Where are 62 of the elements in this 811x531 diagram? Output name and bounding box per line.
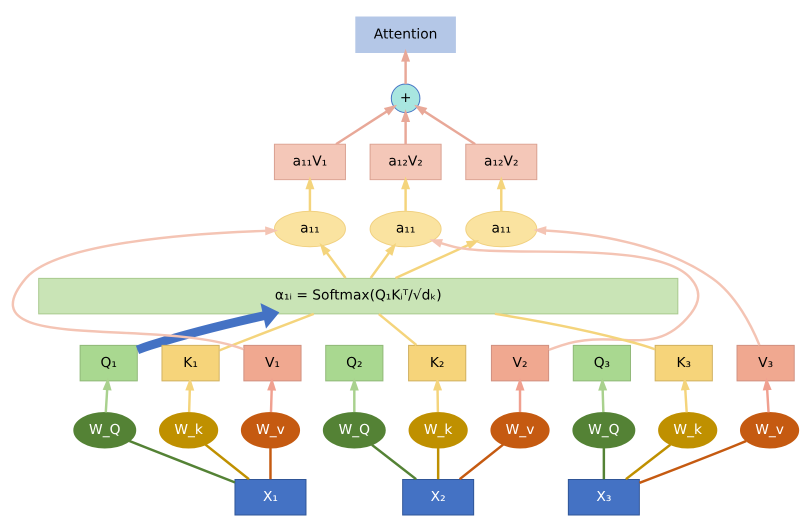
node-ellipse: a₁₁: [274, 210, 346, 247]
arrow: [401, 108, 410, 144]
arrow: [320, 242, 347, 278]
arrow: [533, 226, 761, 346]
arrow: [401, 48, 410, 84]
connector: [219, 312, 314, 352]
connector: [436, 448, 440, 479]
connector: [269, 448, 272, 479]
arrow: [136, 302, 280, 354]
arrow: [401, 176, 410, 210]
node-box: a₁₁V₁: [274, 143, 346, 180]
node-box: V₂: [490, 344, 550, 381]
node-box: Q₃: [572, 344, 631, 381]
node-ellipse: W_Q: [572, 411, 636, 448]
node-box: X₁: [234, 478, 306, 516]
node-ellipse: W_v: [240, 411, 300, 448]
connector: [128, 439, 236, 484]
connector: [625, 443, 672, 480]
arrow: [762, 376, 772, 412]
arrow: [598, 377, 608, 412]
node-box: V₁: [243, 344, 302, 381]
node-ellipse: W_k: [159, 411, 218, 448]
node-circle: +: [390, 83, 420, 113]
node-box: Q₁: [80, 344, 138, 381]
node-box: Attention: [355, 16, 456, 52]
node-ellipse: W_v: [740, 411, 800, 448]
connector: [458, 443, 504, 480]
arrow: [414, 104, 476, 145]
connector: [371, 443, 417, 480]
arrow: [350, 377, 359, 412]
node-ellipse: W_v: [490, 411, 550, 448]
node-box: X₂: [402, 478, 474, 516]
arrow: [370, 242, 396, 278]
node-box: α₁ᵢ = Softmax(Q₁Kᵢᵀ/√dₖ): [38, 277, 678, 314]
node-box: V₃: [736, 344, 795, 381]
node-box: a₁₂V₂: [370, 143, 442, 180]
arrow: [394, 239, 480, 279]
node-ellipse: W_k: [408, 411, 468, 448]
arrow: [185, 377, 194, 412]
arrow: [12, 226, 278, 350]
arrow: [496, 176, 506, 210]
node-box: X₃: [568, 478, 640, 516]
arrow: [429, 238, 700, 351]
node-box: K₃: [654, 344, 713, 381]
connector: [378, 312, 418, 346]
connector: [602, 448, 606, 479]
arrow: [305, 176, 314, 210]
connector: [639, 439, 747, 484]
node-box: K₁: [161, 344, 220, 381]
arrow: [267, 377, 276, 412]
arrow: [102, 376, 112, 412]
node-ellipse: a₁₁: [465, 210, 538, 247]
node-ellipse: W_k: [658, 411, 718, 448]
node-box: a₁₂V₂: [465, 143, 538, 180]
node-ellipse: W_Q: [322, 411, 386, 448]
node-ellipse: W_Q: [73, 411, 136, 448]
arrow: [433, 377, 442, 412]
node-box: Q₂: [325, 344, 384, 381]
arrow: [335, 104, 398, 145]
connector: [204, 443, 250, 480]
arrow: [516, 377, 525, 412]
node-box: K₂: [408, 344, 466, 381]
